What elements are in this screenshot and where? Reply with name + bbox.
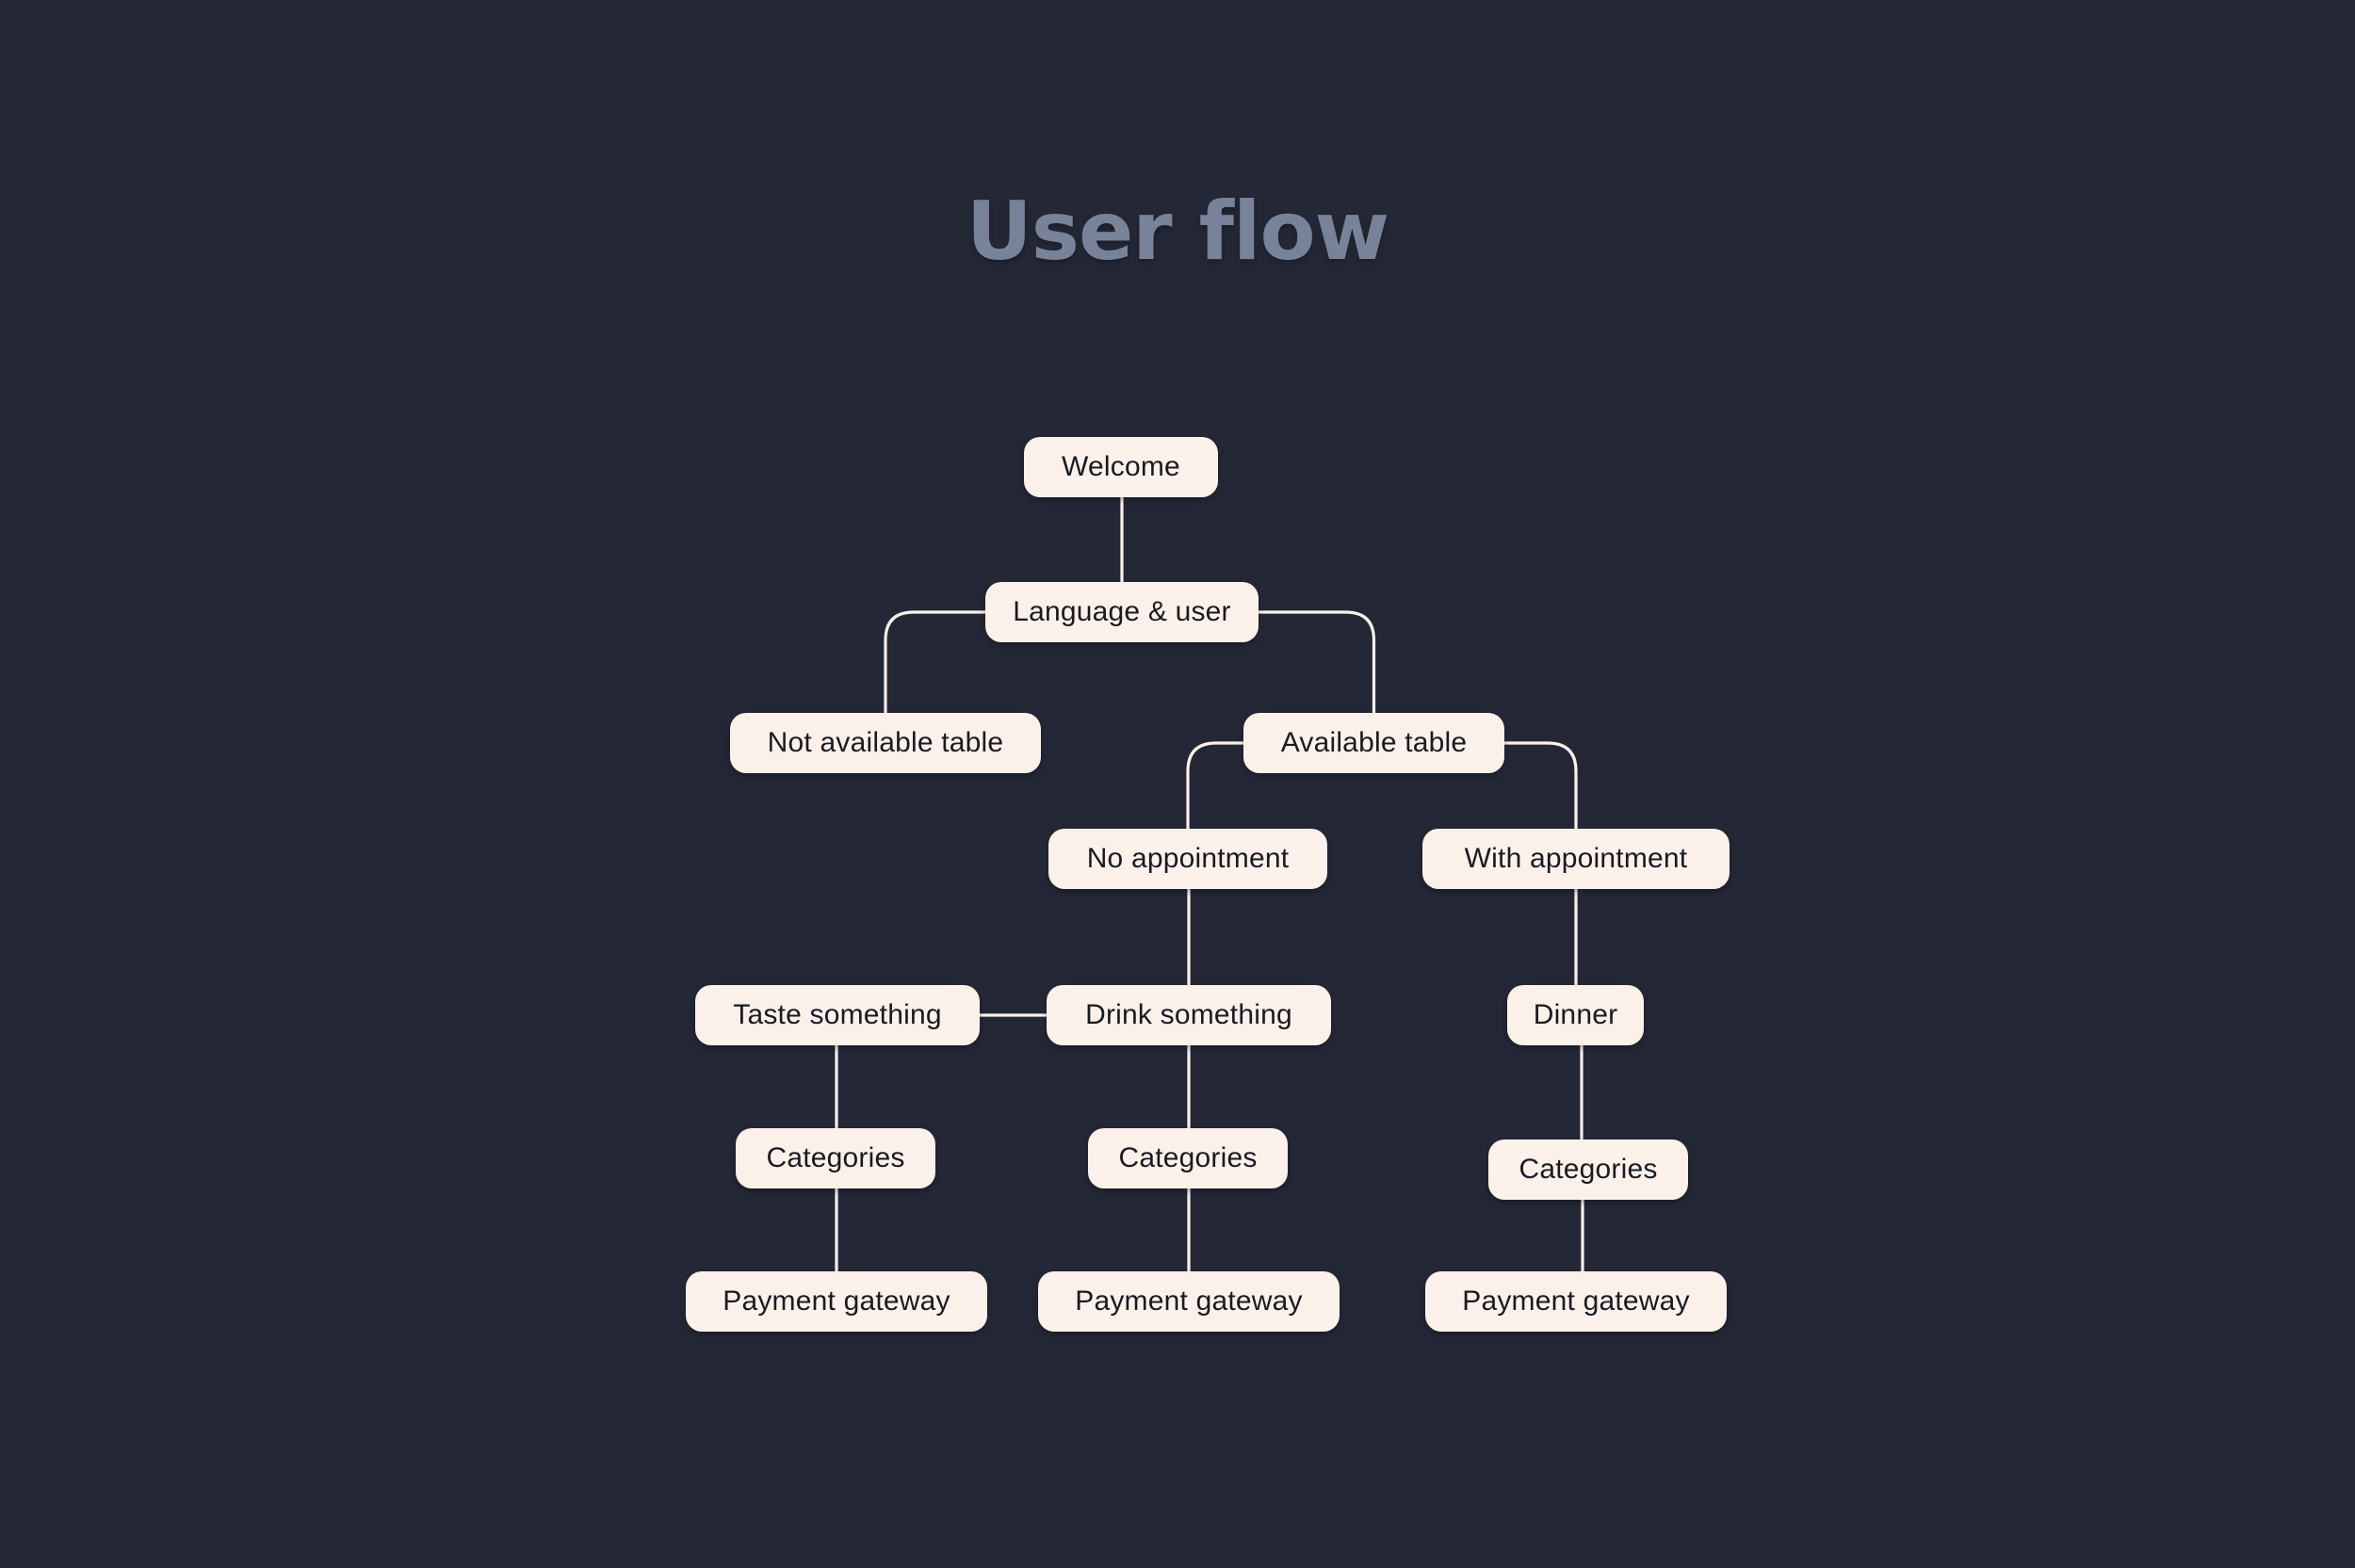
flow-node-label: Drink something bbox=[1085, 999, 1292, 1030]
edge-language-user-to-not-available bbox=[884, 610, 987, 715]
flow-node-label: Welcome bbox=[1062, 451, 1180, 482]
flow-node-language-user[interactable]: Language & user bbox=[985, 582, 1259, 642]
edge-language-user-to-available bbox=[1257, 610, 1376, 715]
flow-node-cat-mid[interactable]: Categories bbox=[1088, 1128, 1288, 1188]
flow-node-label: Payment gateway bbox=[723, 1285, 950, 1317]
flow-node-label: With appointment bbox=[1464, 843, 1688, 874]
flow-node-cat-right[interactable]: Categories bbox=[1488, 1140, 1688, 1200]
flow-node-label: Payment gateway bbox=[1075, 1285, 1303, 1317]
flow-node-label: No appointment bbox=[1086, 843, 1290, 874]
flow-node-label: Language & user bbox=[1013, 596, 1231, 627]
flow-node-label: Not available table bbox=[767, 727, 1004, 758]
flow-node-pay-left[interactable]: Payment gateway bbox=[686, 1271, 987, 1332]
flow-node-dinner[interactable]: Dinner bbox=[1507, 985, 1644, 1045]
edge-available-to-with-appointment bbox=[1502, 741, 1578, 831]
flow-node-no-appointment[interactable]: No appointment bbox=[1048, 829, 1327, 889]
flow-node-drink[interactable]: Drink something bbox=[1047, 985, 1331, 1045]
flow-node-pay-mid[interactable]: Payment gateway bbox=[1038, 1271, 1340, 1332]
flow-node-label: Dinner bbox=[1533, 999, 1618, 1030]
page-title: User flow bbox=[966, 185, 1389, 279]
flow-node-label: Categories bbox=[766, 1142, 905, 1173]
flow-node-label: Taste something bbox=[733, 999, 942, 1030]
flow-node-label: Categories bbox=[1519, 1154, 1658, 1185]
edge-available-to-no-appointment bbox=[1186, 741, 1245, 831]
flow-node-taste[interactable]: Taste something bbox=[695, 985, 980, 1045]
flow-node-cat-left[interactable]: Categories bbox=[736, 1128, 935, 1188]
flow-node-label: Payment gateway bbox=[1462, 1285, 1690, 1317]
flow-node-available[interactable]: Available table bbox=[1243, 713, 1504, 773]
flow-node-welcome[interactable]: Welcome bbox=[1024, 437, 1218, 497]
flow-node-label: Available table bbox=[1280, 727, 1468, 758]
flow-node-pay-right[interactable]: Payment gateway bbox=[1425, 1271, 1727, 1332]
flow-node-not-available[interactable]: Not available table bbox=[730, 713, 1041, 773]
flow-node-label: Categories bbox=[1118, 1142, 1258, 1173]
flow-node-with-appointment[interactable]: With appointment bbox=[1422, 829, 1730, 889]
